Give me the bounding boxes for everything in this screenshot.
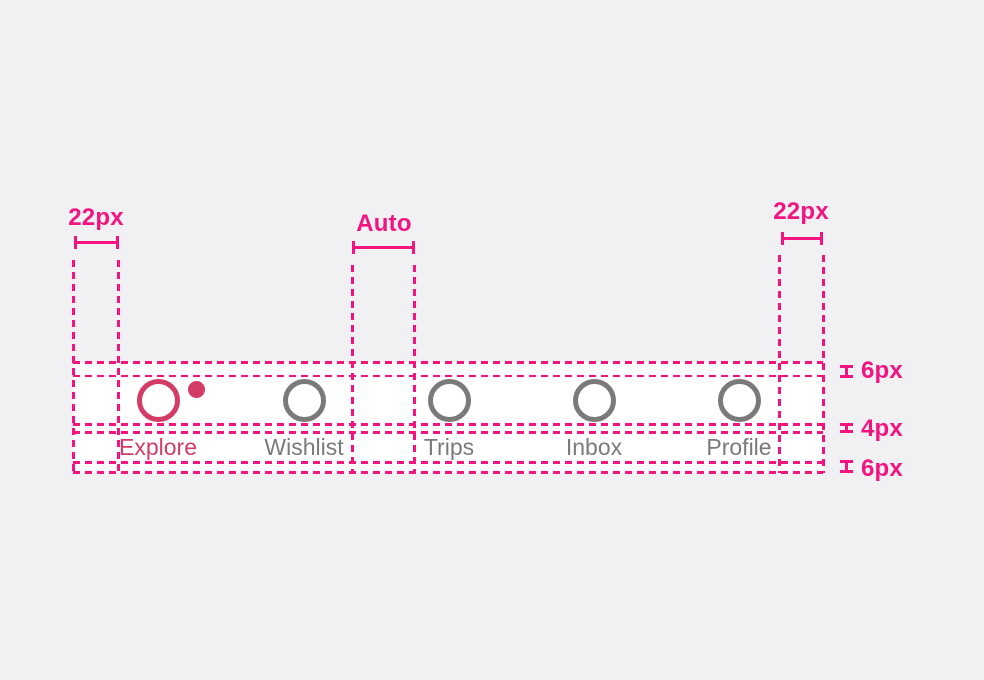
tab-inbox[interactable]: Inbox [539,379,649,461]
tab-trips[interactable]: Trips [394,379,504,461]
tab-label: Profile [706,434,772,460]
item-spacing-ruler [352,241,415,254]
vertical-guide-spacing-left [351,265,354,473]
circle-icon [717,379,761,422]
tab-profile[interactable]: Profile [684,379,794,461]
item-spacing-label: Auto [356,210,412,237]
right-margin-ruler [781,232,823,245]
tab-explore[interactable]: Explore [103,379,213,461]
label-gap-ruler [840,423,853,433]
horizontal-guide-label-bottom [73,461,823,464]
circle-icon [427,379,471,422]
padding-top-ruler [840,365,853,378]
tab-label: Wishlist [264,434,344,460]
right-margin-label: 22px [773,198,829,225]
horizontal-guide-bar-top [73,361,823,364]
tab-wishlist[interactable]: Wishlist [249,379,359,461]
horizontal-guide-bar-bottom [73,471,823,474]
vertical-guide-content-right [778,255,781,473]
tab-label: Trips [423,434,475,460]
padding-bottom-ruler [840,460,853,473]
padding-top-label: 6px [861,357,903,384]
notification-badge-dot [187,381,205,398]
vertical-guide-bar-left [72,260,75,473]
horizontal-guide-icon-bottom [73,423,823,426]
vertical-guide-bar-right [822,255,825,473]
left-margin-ruler [74,236,119,249]
circle-icon [136,379,205,422]
vertical-guide-content-left [117,260,120,473]
left-margin-label: 22px [68,204,124,231]
padding-bottom-label: 6px [861,455,903,482]
vertical-guide-spacing-right [413,265,416,473]
circle-icon [282,379,326,422]
tab-label: Inbox [565,434,623,460]
horizontal-guide-label-top [73,431,823,434]
label-gap-label: 4px [861,415,903,442]
horizontal-guide-icon-top [73,374,823,377]
circle-icon [572,379,616,422]
tab-label: Explore [119,434,197,460]
